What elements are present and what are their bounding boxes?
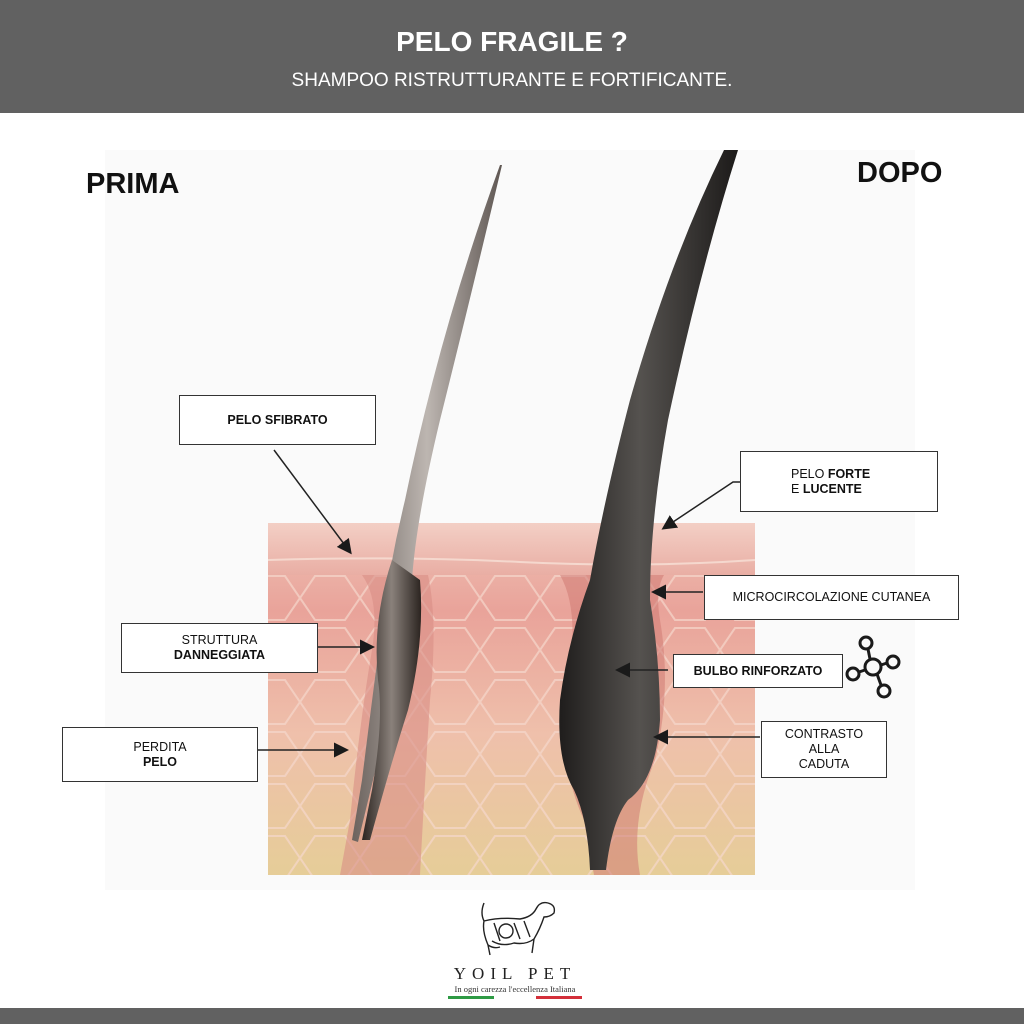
callout-microcircolazione: MICROCIRCOLAZIONE CUTANEA <box>704 575 959 620</box>
flag-green-stripe <box>448 996 494 999</box>
callout-text-bold: FORTE <box>827 466 871 481</box>
callout-line: E LUCENTE <box>791 482 937 497</box>
callout-pelo-sfibrato: PELO SFIBRATO <box>179 395 376 445</box>
callout-contrasto-caduta: CONTRASTO ALLA CADUTA <box>761 721 887 778</box>
brand-tagline: In ogni carezza l'eccellenza Italiana <box>454 984 576 994</box>
callout-text: CONTRASTO <box>784 727 864 741</box>
callout-line: PELO FORTE <box>791 467 937 482</box>
callout-text-bold: PELO <box>142 754 178 769</box>
flag-red-stripe <box>536 996 582 999</box>
brand-logo: YOIL PET In ogni carezza l'eccellenza It… <box>440 895 590 999</box>
page-subtitle: SHAMPOO RISTRUTTURANTE E FORTIFICANTE. <box>291 70 733 91</box>
dog-logo-icon <box>481 901 556 956</box>
callout-text: PELO <box>791 466 828 481</box>
footer-bar <box>0 1008 1024 1024</box>
before-label: PRIMA <box>86 168 180 200</box>
callout-text: E <box>791 481 803 496</box>
after-label: DOPO <box>857 157 943 189</box>
brand-name: YOIL PET <box>453 964 577 983</box>
callout-text: CADUTA <box>798 757 850 771</box>
callout-pelo-forte-lucente: PELO FORTE E LUCENTE <box>740 451 938 512</box>
page-title: PELO FRAGILE ? <box>396 26 628 57</box>
callout-text: ALLA <box>808 742 840 756</box>
callout-struttura-danneggiata: STRUTTURA DANNEGGIATA <box>121 623 318 673</box>
italian-flag-bar <box>448 996 582 999</box>
callout-text-bold: LUCENTE <box>802 481 862 496</box>
callout-text-bold: BULBO RINFORZATO <box>693 663 823 678</box>
header-banner: PELO FRAGILE ? SHAMPOO RISTRUTTURANTE E … <box>0 0 1024 113</box>
callout-text: PELO SFIBRATO <box>227 412 328 427</box>
hair-follicle-illustration <box>105 150 915 890</box>
callout-bulbo-rinforzato: BULBO RINFORZATO <box>673 654 843 688</box>
callout-text: STRUTTURA <box>181 633 258 647</box>
molecule-icon <box>845 635 901 699</box>
callout-text: MICROCIRCOLAZIONE CUTANEA <box>732 590 931 604</box>
callout-text-bold: DANNEGGIATA <box>173 648 266 662</box>
callout-perdita-pelo: PERDITA PELO <box>62 727 258 782</box>
callout-text: PERDITA <box>133 739 187 754</box>
